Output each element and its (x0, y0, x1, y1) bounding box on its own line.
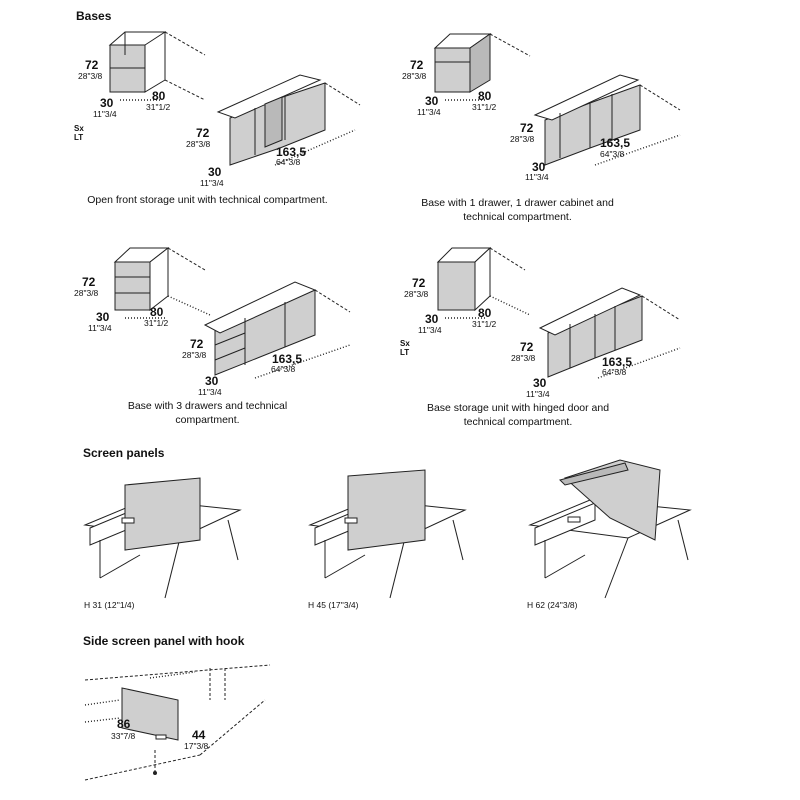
base-1-small-height-in: 28"3/8 (78, 71, 103, 81)
base-4-large-depth-in: 11"3/4 (526, 389, 550, 399)
desk-screen-h62 (528, 459, 692, 599)
base-3-large-unit (203, 281, 351, 379)
base-2-small-width: 80 (478, 89, 492, 103)
base-3-large-depth-in: 11"3/4 (198, 387, 222, 397)
desk-screen-h31 (83, 477, 242, 599)
base-2-small-depth-in: 11"3/4 (417, 107, 441, 117)
side-panel-width: 86 (117, 717, 131, 731)
base-4-large-height: 72 (520, 340, 534, 354)
base-3-small-depth: 30 (96, 310, 110, 324)
base-4-large-width: 163,5 (602, 355, 633, 369)
desk-screen-h45 (308, 469, 467, 599)
base-4-small-height: 72 (412, 276, 426, 290)
base-2-large-height-in: 28"3/8 (510, 134, 535, 144)
base-2-large-height: 72 (520, 121, 534, 135)
base-1-large-height: 72 (196, 126, 210, 140)
base-3-small-width-in: 31"1/2 (144, 318, 169, 328)
base-1-small-depth: 30 (100, 96, 114, 110)
base-3-large-height-in: 28"3/8 (182, 350, 207, 360)
base-2-large-unit (533, 74, 681, 166)
base-4-side-label: Sx LT (400, 339, 410, 357)
base-4-small-width: 80 (478, 306, 492, 320)
base-3-small-width: 80 (150, 305, 164, 319)
section-title-screen-panels: Screen panels (83, 446, 165, 460)
base-4-small-depth-in: 11"3/4 (418, 325, 442, 335)
base-1-small-depth-in: 11"3/4 (93, 109, 117, 119)
base-4-large-height-in: 28"3/8 (511, 353, 536, 363)
base-4-small-height-in: 28"3/8 (404, 289, 429, 299)
base-1-large-height-in: 28"3/8 (186, 139, 211, 149)
side-panel-height-in: 17"3/8 (184, 741, 209, 751)
base-2-small-unit (433, 33, 531, 101)
section-title-side-screen: Side screen panel with hook (83, 634, 245, 648)
base-3-small-height: 72 (82, 275, 96, 289)
base-2-large-depth-in: 11"3/4 (525, 172, 549, 182)
base-3-large-depth: 30 (205, 374, 219, 388)
base-2-small-height: 72 (410, 58, 424, 72)
screen-h45-label: H 45 (17''3/4) (308, 600, 359, 610)
base-4-small-width-in: 31"1/2 (472, 319, 497, 329)
base-3-large-width-in: 64"3/8 (271, 364, 296, 374)
base-1-large-unit (216, 74, 361, 166)
side-panel-height: 44 (192, 728, 206, 742)
base-1-caption: Open front storage unit with technical c… (87, 194, 328, 206)
screen-h62-label: H 62 (24''3/8) (527, 600, 578, 610)
base-2-small-depth: 30 (425, 94, 439, 108)
base-1-small-width-in: 31"1/2 (146, 102, 171, 112)
base-2-large-width-in: 64"3/8 (600, 149, 625, 159)
base-4-small-unit (436, 246, 531, 319)
section-title-bases: Bases (76, 9, 112, 23)
base-4-large-depth: 30 (533, 376, 547, 390)
screen-h31-label: H 31 (12''1/4) (84, 600, 135, 610)
base-1-small-height: 72 (85, 58, 99, 72)
side-screen-panel (84, 664, 271, 781)
base-3-small-depth-in: 11"3/4 (88, 323, 112, 333)
base-1-large-depth-in: 11"3/4 (200, 178, 224, 188)
base-4-large-width-in: 64"3/8 (602, 367, 627, 377)
base-1-large-depth: 30 (208, 165, 222, 179)
base-1-large-width: 163,5 (276, 145, 307, 159)
base-3-small-unit (113, 246, 211, 319)
base-4-small-depth: 30 (425, 312, 439, 326)
base-3-large-width: 163,5 (272, 352, 303, 366)
base-3-small-height-in: 28"3/8 (74, 288, 99, 298)
base-2-large-width: 163,5 (600, 136, 631, 150)
base-4-caption: Base storage unit with hinged door and t… (426, 402, 610, 428)
base-1-small-unit (108, 31, 206, 101)
base-1-large-width-in: 64"3/8 (276, 157, 301, 167)
base-3-large-height: 72 (190, 337, 204, 351)
base-2-small-height-in: 28"3/8 (402, 71, 427, 81)
base-3-caption: Base with 3 drawers and technical compar… (127, 400, 288, 426)
base-2-small-width-in: 31"1/2 (472, 102, 497, 112)
base-2-large-depth: 30 (532, 160, 546, 174)
base-1-side-label: Sx LT (74, 124, 84, 142)
base-4-large-unit (538, 287, 681, 379)
side-panel-width-in: 33"7/8 (111, 731, 136, 741)
base-2-caption: Base with 1 drawer, 1 drawer cabinet and… (421, 197, 614, 223)
base-1-small-width: 80 (152, 89, 166, 103)
